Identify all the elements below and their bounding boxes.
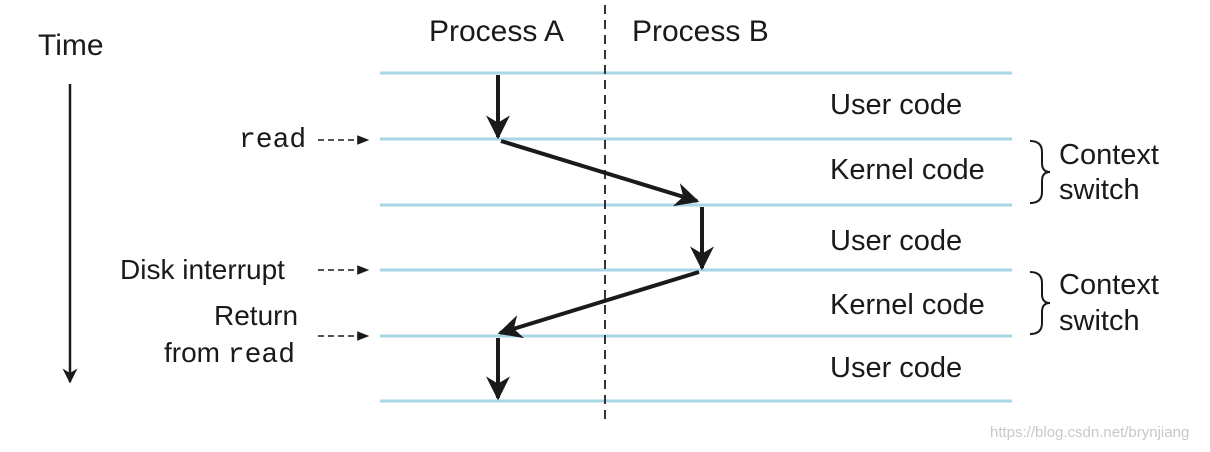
context-switch-label: Context	[1059, 269, 1159, 301]
context-switch-brace	[1029, 140, 1051, 204]
context-switch-label: Context	[1059, 139, 1159, 171]
context-switch-label: switch	[1059, 174, 1140, 206]
segment-label: User code	[830, 89, 963, 121]
segment-label: User code	[830, 352, 963, 384]
time-label: Time	[38, 29, 104, 62]
context-switch-label: switch	[1059, 305, 1140, 337]
process-a-header: Process A	[429, 15, 565, 48]
watermark: https://blog.csdn.net/brynjiang	[990, 424, 1190, 441]
process-b-header: Process B	[632, 15, 769, 48]
execution-flow	[486, 75, 714, 401]
segment-label: Kernel code	[830, 289, 985, 321]
segment-label: Kernel code	[830, 154, 985, 186]
return-from-text: from	[164, 337, 228, 368]
read-event-label: read	[239, 125, 307, 156]
return-read-text: read	[227, 340, 295, 371]
return-label-line2: from read	[164, 339, 295, 370]
context-switch-a-to-b-arrow	[500, 139, 700, 207]
disk-interrupt-label: Disk interrupt	[120, 254, 285, 285]
context-switch-b-to-a-arrow	[497, 270, 700, 339]
return-label-line1: Return	[214, 300, 299, 331]
segment-label: User code	[830, 225, 963, 257]
context-switch-brace	[1029, 271, 1051, 335]
